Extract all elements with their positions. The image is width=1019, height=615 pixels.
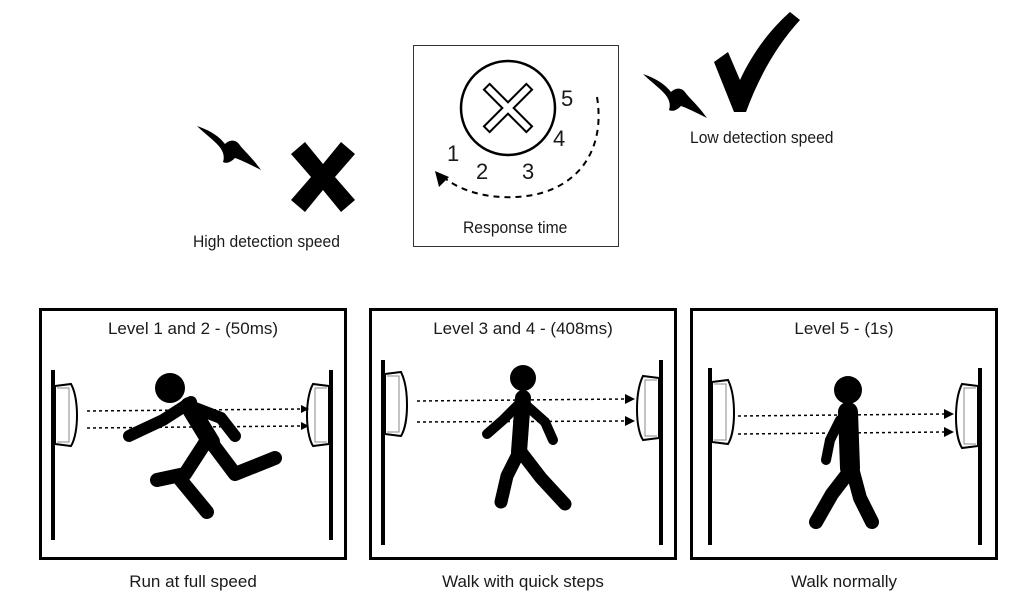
panel-level-1-2: Level 1 and 2 - (50ms) <box>39 308 347 560</box>
sensor-right <box>636 374 660 442</box>
panel-2-caption: Walk with quick steps <box>442 572 604 591</box>
dial-number-3: 3 <box>522 159 535 184</box>
panel-1-caption: Run at full speed <box>129 572 257 591</box>
sensor-right <box>306 382 330 448</box>
running-figure <box>123 373 282 519</box>
sensor-right <box>955 382 979 450</box>
low-detection-label: Low detection speed <box>690 128 834 147</box>
cross-icon <box>291 142 355 212</box>
panel-3-scene <box>708 368 982 545</box>
dial-number-5: 5 <box>561 86 574 111</box>
bird-icon-left <box>197 126 261 170</box>
checkmark-icon <box>714 12 800 112</box>
panel-3-caption: Walk normally <box>790 572 898 591</box>
response-time-box <box>413 45 619 247</box>
dial-number-2: 2 <box>476 159 489 184</box>
high-detection-label: High detection speed <box>193 232 340 251</box>
dial-number-1: 1 <box>447 141 460 166</box>
panel-level-3-4: Level 3 and 4 - (408ms) <box>369 308 677 560</box>
sensor-left <box>711 378 735 446</box>
walking-quick-figure <box>482 365 572 511</box>
panel-1-scene <box>51 370 333 540</box>
dial-number-4: 4 <box>553 126 566 151</box>
panel-title: Level 1 and 2 - (50ms) <box>107 319 279 338</box>
sensor-left <box>54 382 78 448</box>
response-time-label: Response time <box>463 218 568 237</box>
panel-title: Level 3 and 4 - (408ms) <box>433 319 613 338</box>
response-dial <box>435 59 600 199</box>
panel-title: Level 5 - (1s) <box>794 319 894 338</box>
bird-icon-right <box>643 74 707 118</box>
sensor-left <box>384 370 408 438</box>
walking-normal-figure <box>809 376 879 529</box>
panel-2-scene <box>381 360 663 545</box>
